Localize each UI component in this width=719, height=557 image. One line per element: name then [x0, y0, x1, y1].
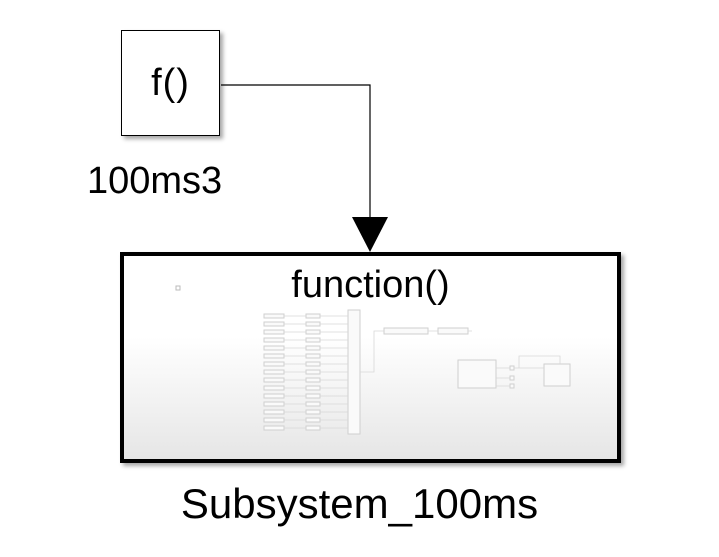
subsystem-thumbnail: [175, 285, 571, 435]
subsystem-trigger-label: function(): [291, 264, 450, 306]
function-block-label: f(): [151, 61, 190, 104]
subsystem-name[interactable]: Subsystem_100ms: [180, 480, 539, 527]
wire-arrowhead: [352, 217, 388, 252]
function-call-generator-block[interactable]: f(): [121, 30, 220, 136]
function-block-name[interactable]: 100ms3: [87, 160, 223, 202]
subsystem-block[interactable]: function(): [120, 252, 621, 463]
